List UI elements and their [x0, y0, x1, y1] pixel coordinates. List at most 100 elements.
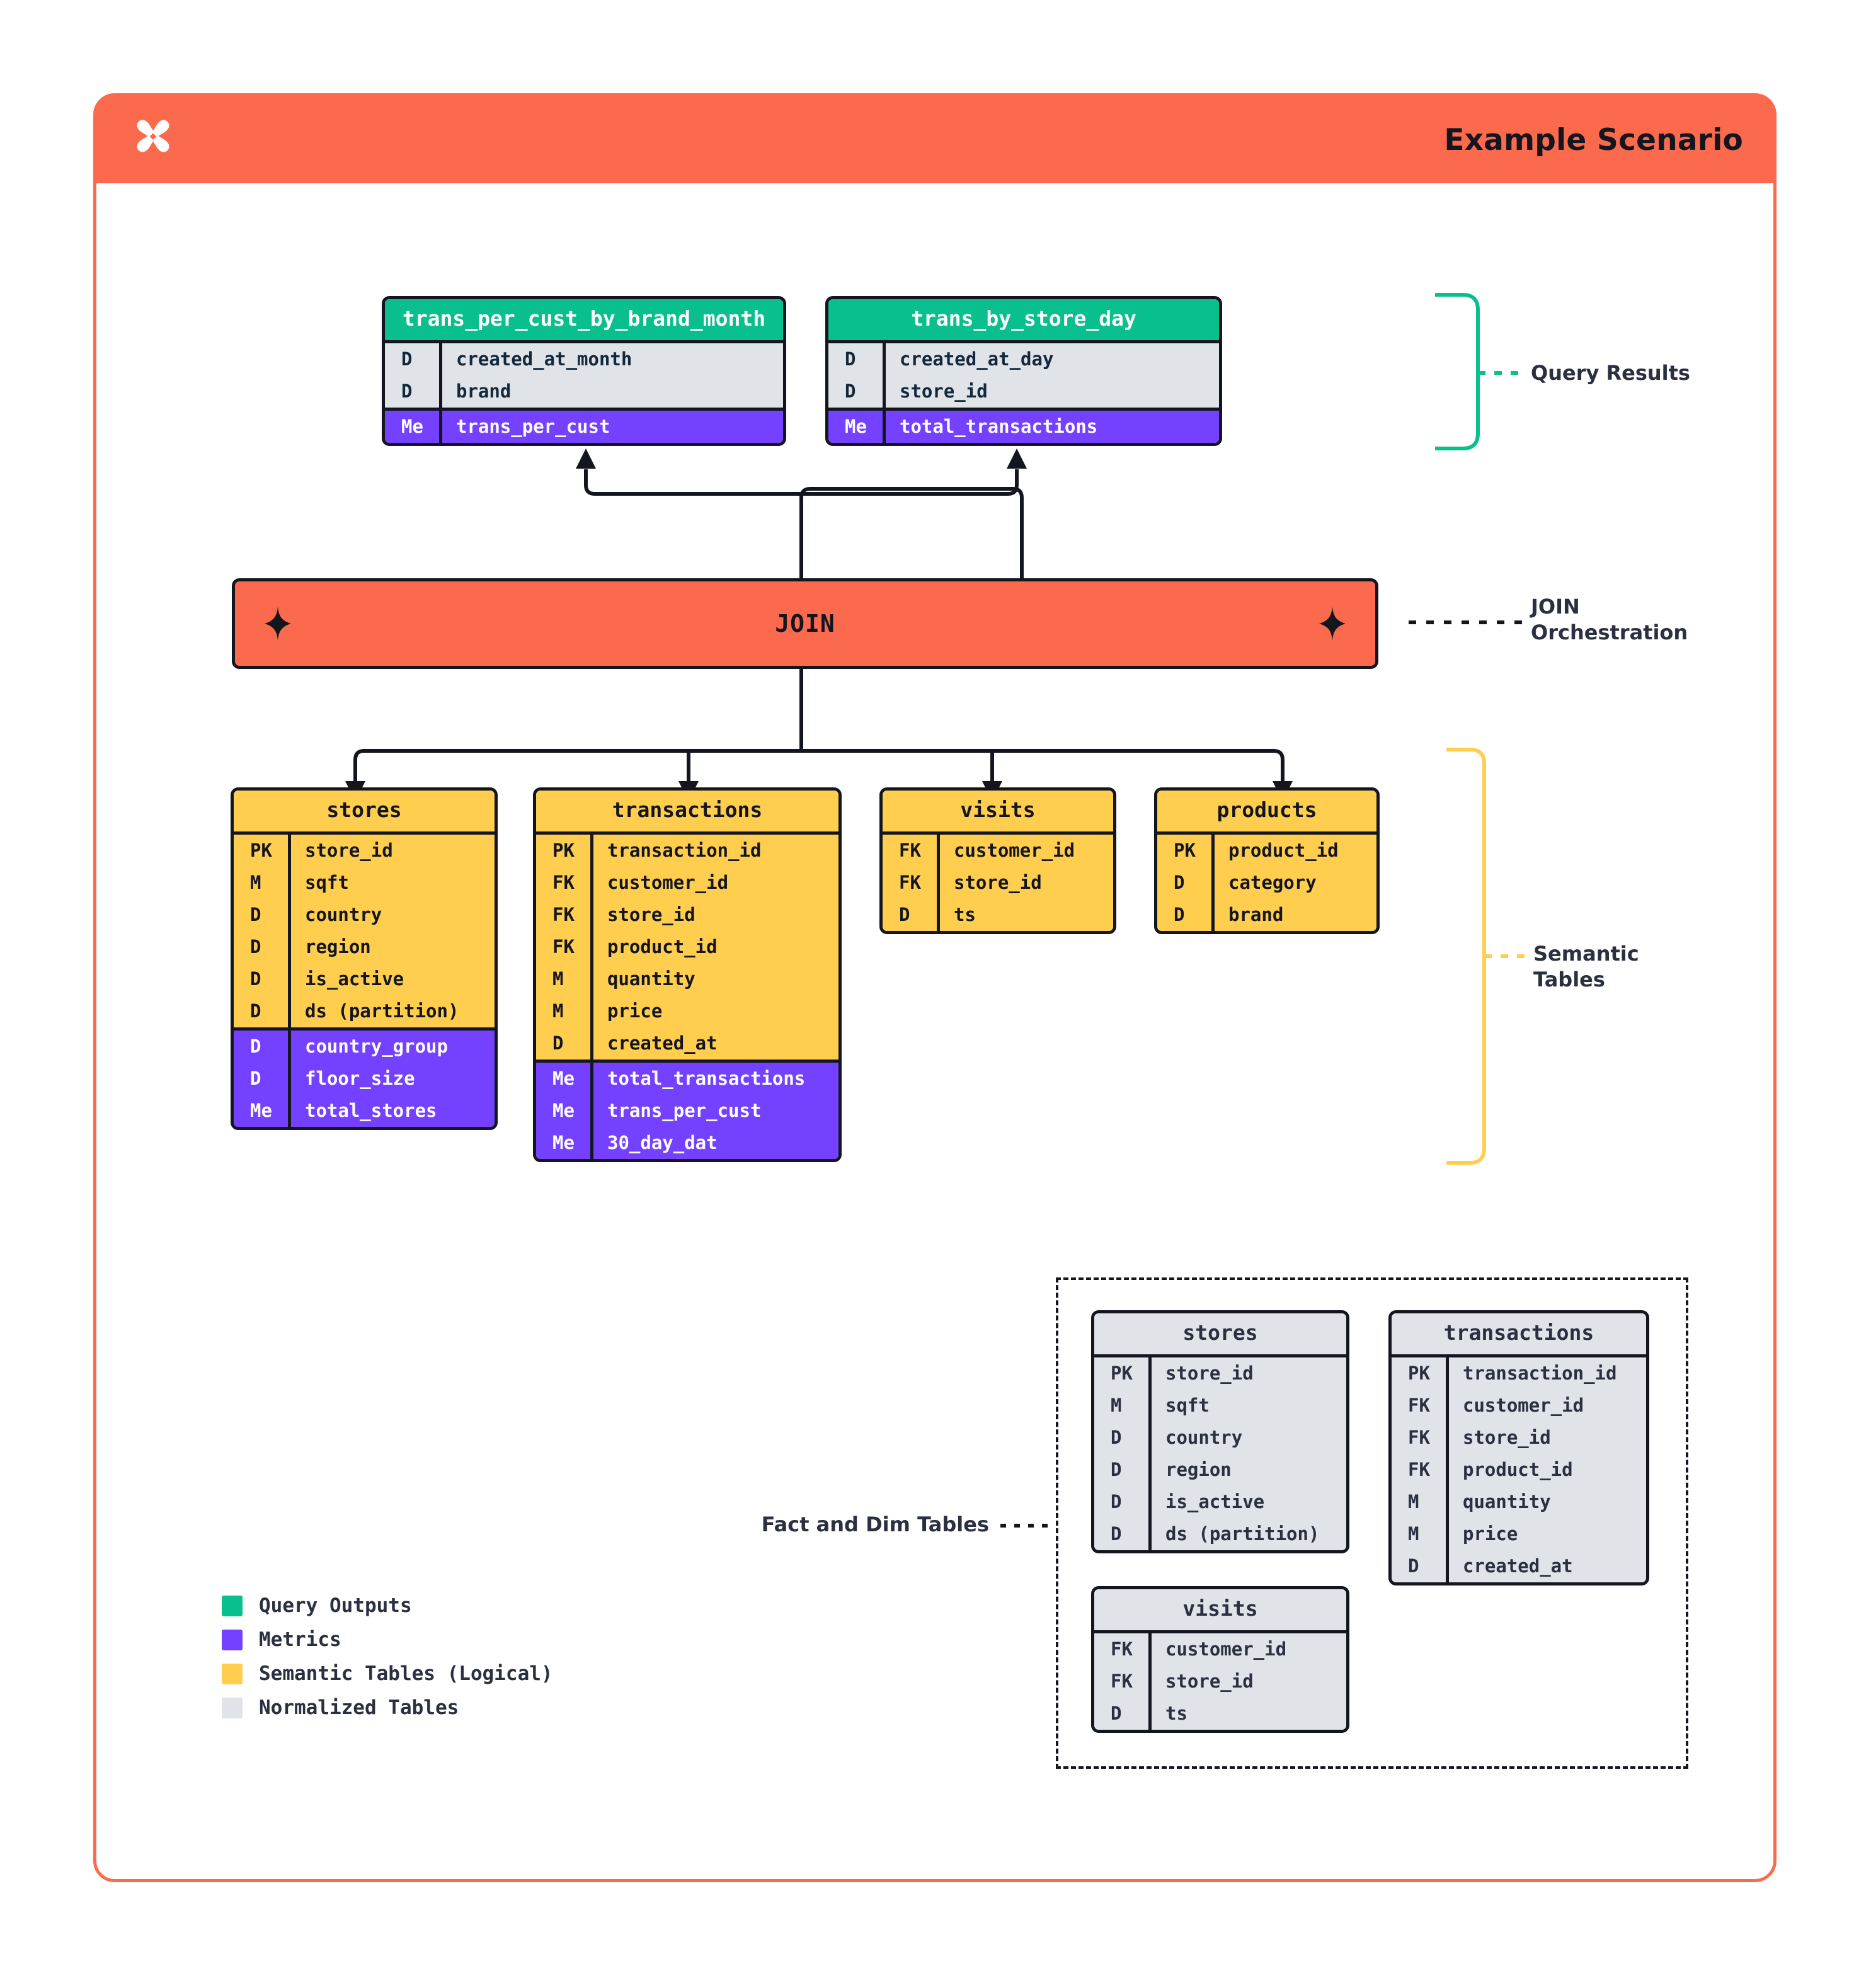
join-orchestration-group-label: JOIN Orchestration	[1531, 594, 1745, 646]
row-field: store_id	[883, 375, 1219, 408]
legend: Query Outputs Metrics Semantic Tables (L…	[222, 1589, 553, 1725]
row-field: trans_per_cust	[439, 410, 783, 443]
row-field: brand	[439, 375, 783, 408]
page-title: Example Scenario	[1444, 122, 1743, 157]
legend-swatch	[222, 1663, 243, 1684]
row-field: created_at_day	[883, 343, 1219, 375]
query-results-group-label: Query Results	[1531, 361, 1690, 385]
row-key: D	[845, 380, 856, 402]
row-key: PK	[1174, 839, 1196, 861]
row-key: Me	[401, 415, 423, 437]
row-field: country	[1148, 1421, 1346, 1454]
metric-rows: Me trans_per_cust	[385, 407, 783, 443]
row-key: FK	[1408, 1394, 1430, 1416]
row-key: D	[250, 1067, 261, 1089]
dimension-rows: D created_at_day D store_id	[828, 343, 1219, 408]
table-title: stores	[234, 791, 495, 831]
row-key: D	[845, 348, 856, 370]
row-key: D	[552, 1032, 564, 1054]
row-key: FK	[899, 839, 921, 861]
metric-rows: Me total_transactions	[828, 407, 1219, 443]
row-field: customer_id	[1446, 1389, 1646, 1422]
semantic-label-line1: Semantic	[1533, 942, 1639, 966]
join-label-line2: Orchestration	[1531, 620, 1688, 644]
table-title: transactions	[536, 791, 838, 831]
row-key: Me	[552, 1067, 575, 1089]
row-field: store_id	[1148, 1357, 1346, 1390]
row-field: trans_per_cust	[590, 1094, 838, 1127]
card-header: Example Scenario	[96, 96, 1773, 183]
row-key: D	[250, 1000, 261, 1022]
table-row: D created_at_day	[828, 343, 1219, 375]
fact-and-dim-group-label: Fact and Dim Tables	[761, 1512, 989, 1536]
row-field: sqft	[288, 866, 495, 899]
table-title: products	[1157, 791, 1376, 831]
table-title: stores	[1094, 1313, 1346, 1354]
row-field: transaction_id	[1446, 1357, 1646, 1390]
row-key: FK	[1111, 1670, 1133, 1692]
row-field: region	[1148, 1453, 1346, 1486]
row-key: M	[552, 968, 564, 990]
sparkle-icon	[265, 607, 291, 641]
row-field: country	[288, 898, 495, 931]
legend-item-normalized-tables: Normalized Tables	[222, 1691, 553, 1725]
table-row: FK product_id	[1392, 1453, 1646, 1486]
row-field: category	[1211, 866, 1376, 899]
legend-item-metrics: Metrics	[222, 1623, 553, 1657]
row-key: FK	[899, 871, 921, 893]
row-key: FK	[1408, 1458, 1430, 1480]
row-field: product_id	[1446, 1453, 1646, 1486]
row-field: sqft	[1148, 1389, 1346, 1422]
row-field: transaction_id	[590, 834, 838, 867]
table-row: PK product_id	[1157, 834, 1376, 867]
table-title: visits	[1094, 1589, 1346, 1630]
join-label: JOIN	[775, 610, 835, 637]
legend-label: Query Outputs	[259, 1594, 412, 1617]
join-orchestration-bar[interactable]: JOIN	[232, 578, 1378, 669]
legend-label: Normalized Tables	[259, 1696, 459, 1719]
row-key: FK	[552, 903, 575, 925]
query-result-table-trans-per-cust-by-brand-month[interactable]: trans_per_cust_by_brand_month D created_…	[382, 296, 786, 446]
xtable-star-logo	[137, 120, 169, 152]
row-field: region	[288, 930, 495, 963]
row-key: M	[552, 1000, 564, 1022]
sparkle-icon	[1319, 607, 1346, 641]
row-field: created_at_month	[439, 343, 783, 375]
row-key: D	[250, 1035, 261, 1057]
row-field: customer_id	[1148, 1633, 1346, 1665]
row-field: ts	[1148, 1697, 1346, 1730]
row-key: FK	[552, 935, 575, 957]
row-key: PK	[250, 839, 272, 861]
row-key: D	[250, 968, 261, 990]
row-field: product_id	[1211, 834, 1376, 867]
table-title: transactions	[1392, 1313, 1646, 1354]
query-result-table-trans-by-store-day[interactable]: trans_by_store_day D created_at_day D st…	[825, 296, 1222, 446]
row-key: Me	[250, 1099, 272, 1121]
row-key: Me	[845, 415, 867, 437]
row-key: D	[1111, 1522, 1122, 1545]
